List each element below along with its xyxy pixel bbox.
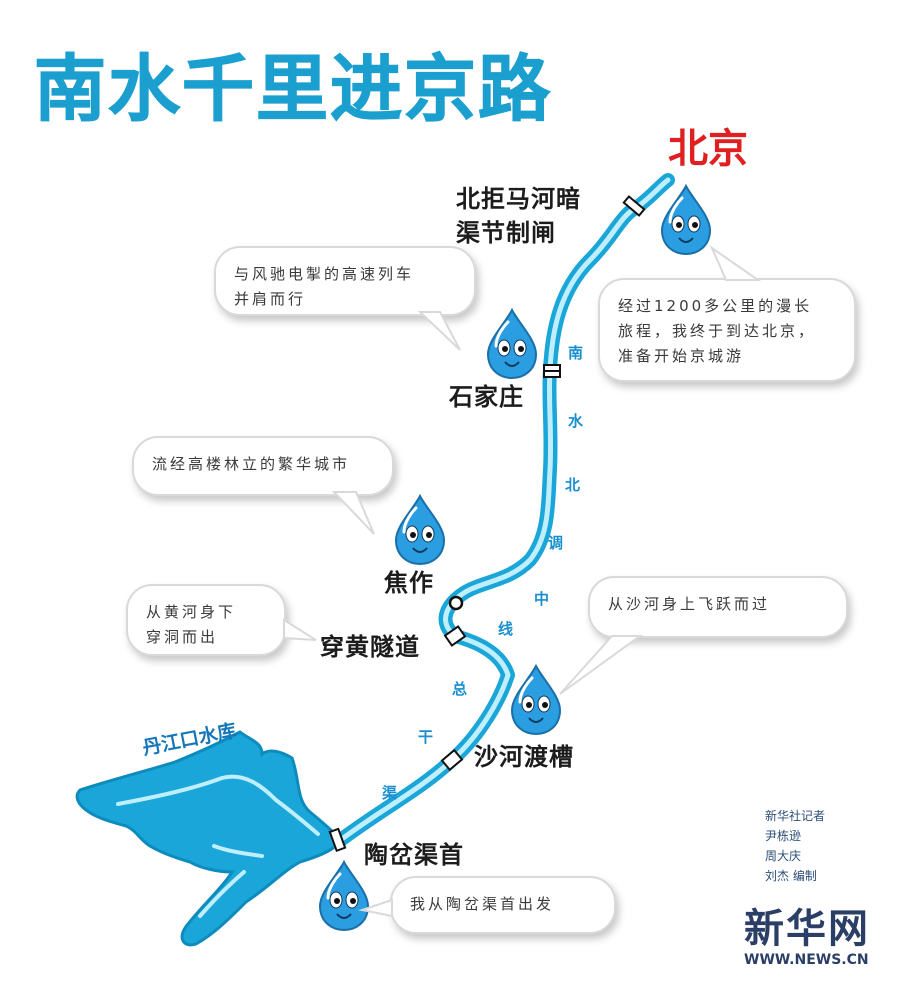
droplet-pupil xyxy=(502,346,508,352)
bubble-line: 与风驰电掣的高速列车 xyxy=(234,265,415,283)
sluice-marker-chuanhuang xyxy=(443,625,467,647)
droplet-pupil xyxy=(350,898,356,904)
droplet-body xyxy=(510,663,562,736)
droplet-mouth xyxy=(412,547,428,553)
route-label-char: 调 xyxy=(548,534,564,552)
station-line: 渠节制闸 xyxy=(456,219,556,247)
droplet-mascot xyxy=(510,663,562,736)
reservoir xyxy=(75,730,342,947)
credit-line: 新华社记者 xyxy=(765,809,826,823)
station-shijiazhuang: 石家庄 xyxy=(449,380,524,414)
droplet-pupil xyxy=(426,532,432,538)
droplet-pupil xyxy=(518,346,524,352)
xinhuanet-logo: 新华网 xyxy=(744,906,870,952)
bubble-line: 准备开始京城游 xyxy=(618,347,745,365)
bubble-line: 从黄河身下 xyxy=(146,603,237,621)
droplet-mascot xyxy=(486,307,538,380)
station-beijumahe: 北拒马河暗 渠节制闸 xyxy=(456,182,581,250)
droplet-mascot xyxy=(394,493,446,566)
destination-label: 北京 xyxy=(668,126,748,172)
credits: 新华社记者 尹栋逊 周大庆 刘杰 编制 xyxy=(765,806,825,886)
speech-bubble-gaotie: 与风驰电掣的高速列车 并肩而行 xyxy=(214,246,476,316)
station-shahe: 沙河渡槽 xyxy=(474,740,574,774)
speech-bubble-start: 我从陶岔渠首出发 xyxy=(390,876,616,934)
page-title: 南水千里进京路 xyxy=(33,47,553,132)
droplet-shine xyxy=(494,320,510,348)
sluice-marker-beijumahe xyxy=(622,195,646,217)
credit-line: 尹栋逊 xyxy=(765,829,802,843)
droplet-mascot xyxy=(318,859,370,932)
bubble-line: 经过1200多公里的漫长 xyxy=(618,297,813,315)
route-label-char: 水 xyxy=(568,412,584,430)
route-label-char: 干 xyxy=(418,728,434,746)
droplet-mouth xyxy=(528,717,544,723)
droplet-pupil xyxy=(676,222,682,228)
station-line: 陶岔渠首 xyxy=(364,841,464,869)
station-line: 焦作 xyxy=(384,569,434,597)
droplet-shine xyxy=(326,872,342,900)
droplet-body xyxy=(318,859,370,932)
droplet-pupil xyxy=(526,702,532,708)
droplet-mouth xyxy=(336,913,352,919)
droplet-shine xyxy=(402,506,418,534)
station-taocha: 陶岔渠首 xyxy=(364,838,464,872)
route-label-char: 南 xyxy=(568,344,584,362)
droplet-body xyxy=(394,493,446,566)
sluice-marker-taocha xyxy=(328,827,347,853)
route-label-char: 线 xyxy=(498,620,514,638)
station-chuanhuang: 穿黄隧道 xyxy=(320,630,420,664)
speech-bubble-arrive: 经过1200多公里的漫长 旅程，我终于到达北京， 准备开始京城游 xyxy=(598,278,856,382)
bubble-line: 并肩而行 xyxy=(234,290,307,308)
reservoir-shape xyxy=(75,730,342,947)
station-dot-jiaozuo xyxy=(448,595,464,611)
droplet-pupil xyxy=(542,702,548,708)
station-line: 北拒马河暗 xyxy=(456,185,581,213)
speech-bubble-tunnel: 从黄河身下 穿洞而出 xyxy=(126,584,286,656)
logo-url: WWW.NEWS.CN xyxy=(744,952,869,968)
droplet-pupil xyxy=(410,532,416,538)
droplet-shine xyxy=(668,196,684,224)
sluice-marker-shahe xyxy=(440,748,464,772)
route-label-char: 渠 xyxy=(382,784,398,802)
droplet-pupil xyxy=(692,222,698,228)
droplet-mascots xyxy=(318,183,712,932)
bubble-line: 穿洞而出 xyxy=(146,628,219,646)
station-line: 穿黄隧道 xyxy=(320,633,420,661)
speech-bubble-aqueduct: 从沙河身上飞跃而过 xyxy=(588,576,848,638)
bubble-line: 从沙河身上飞跃而过 xyxy=(608,595,771,613)
credit-line: 刘杰 编制 xyxy=(765,869,817,883)
station-line: 沙河渡槽 xyxy=(474,743,574,771)
bubble-line: 旅程，我终于到达北京， xyxy=(618,322,817,340)
droplet-mascot xyxy=(660,183,712,256)
route-label-char: 总 xyxy=(452,680,468,698)
bubble-line: 我从陶岔渠首出发 xyxy=(410,895,555,913)
route-label-char: 中 xyxy=(534,590,550,608)
station-jiaozuo: 焦作 xyxy=(384,566,434,600)
droplet-mouth xyxy=(504,361,520,367)
station-line: 石家庄 xyxy=(449,383,524,411)
droplet-body xyxy=(486,307,538,380)
droplet-shine xyxy=(518,676,534,704)
reservoir-highlight xyxy=(116,774,320,918)
droplet-mouth xyxy=(678,237,694,243)
speech-bubble-city: 流经高楼林立的繁华城市 xyxy=(132,436,394,496)
droplet-body xyxy=(660,183,712,256)
canal-route-inner xyxy=(335,177,671,845)
droplet-pupil xyxy=(334,898,340,904)
bubble-line: 流经高楼林立的繁华城市 xyxy=(152,455,351,473)
credit-line: 周大庆 xyxy=(765,849,802,863)
route-label-char: 北 xyxy=(565,476,581,494)
